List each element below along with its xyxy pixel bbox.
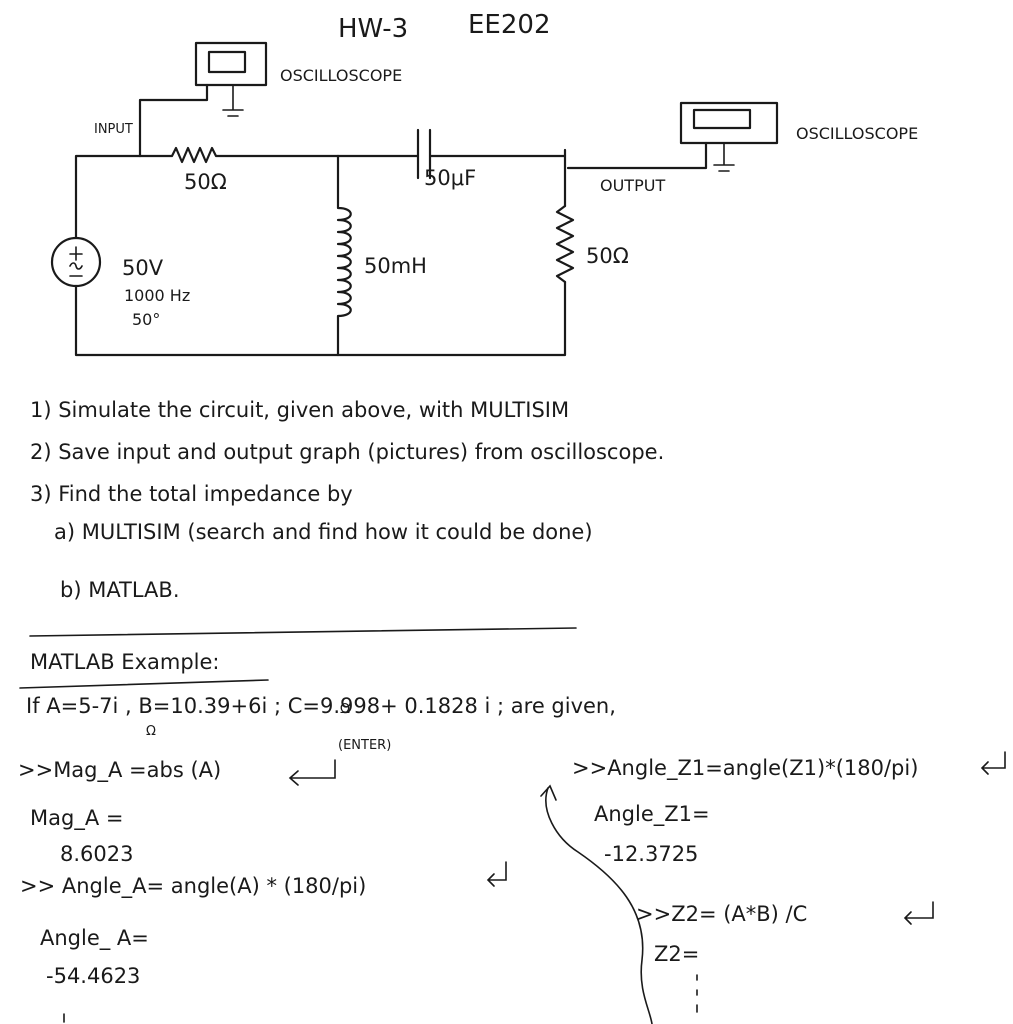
- capacitor-icon: [336, 128, 567, 180]
- source-frequency: 1000 Hz: [124, 286, 191, 305]
- ac-source-icon: [50, 236, 102, 288]
- source-phase: 50°: [132, 310, 161, 329]
- matlab-given: If A=5-7i , B=10.39+6i ; C=9.998+ 0.1828…: [26, 694, 616, 718]
- matlab-command-4: >>Z2= (A*B) /C: [636, 902, 808, 926]
- heading-underline: [19, 679, 269, 689]
- matlab-command-1: >>Mag_A =abs (A): [18, 758, 222, 782]
- matlab-result-2-label: Angle_ A=: [40, 926, 149, 950]
- arrow-tip-icon: [540, 784, 557, 801]
- task-3a: a) MULTISIM (search and find how it coul…: [54, 520, 593, 544]
- matlab-given-unit-a: Ω: [146, 724, 156, 739]
- matlab-given-unit-b: Ω: [340, 702, 350, 717]
- resistor-r1-label: 50Ω: [184, 170, 227, 194]
- enter-note: (ENTER): [338, 738, 392, 753]
- source-voltage: 50V: [122, 256, 164, 280]
- capacitor-label: 50μF: [424, 166, 477, 190]
- task-2: 2) Save input and output graph (pictures…: [30, 440, 665, 464]
- probe-wire-input: [138, 83, 209, 158]
- enter-arrow-icon: [903, 901, 934, 925]
- inductor-label: 50mH: [364, 254, 427, 278]
- task-3: 3) Find the total impedance by: [30, 482, 353, 506]
- matlab-result-4-label: Z2=: [654, 942, 700, 966]
- enter-arrow-icon: [980, 751, 1006, 775]
- resistor-r2-icon: [555, 204, 575, 284]
- column-separator: [545, 787, 653, 1024]
- matlab-command-2: >> Angle_A= angle(A) * (180/pi): [20, 874, 367, 898]
- continuation-dots: [63, 974, 698, 1023]
- matlab-result-2-value: -54.4623: [46, 964, 141, 988]
- matlab-result-1-label: Mag_A =: [30, 806, 124, 830]
- oscilloscope-2-label: OSCILLOSCOPE: [796, 124, 919, 143]
- homework-title: HW-3: [338, 14, 409, 44]
- course-code: EE202: [468, 10, 551, 40]
- matlab-result-3-value: -12.3725: [604, 842, 699, 866]
- matlab-result-1-value: 8.6023: [60, 842, 134, 866]
- matlab-command-3: >>Angle_Z1=angle(Z1)*(180/pi): [572, 756, 919, 780]
- task-1: 1) Simulate the circuit, given above, wi…: [30, 398, 570, 422]
- enter-arrow-icon: [288, 759, 336, 786]
- oscilloscope-1-icon: [194, 41, 268, 117]
- output-label: OUTPUT: [600, 176, 666, 195]
- resistor-r1-icon: [138, 146, 340, 164]
- section-divider: [29, 627, 577, 637]
- oscilloscope-2-icon: [679, 101, 779, 172]
- matlab-result-3-label: Angle_Z1=: [594, 802, 710, 826]
- oscilloscope-1-label: OSCILLOSCOPE: [280, 66, 403, 85]
- input-label: INPUT: [94, 122, 133, 137]
- enter-arrow-icon: [486, 861, 507, 887]
- probe-wire-output: [566, 141, 708, 170]
- resistor-r2-label: 50Ω: [586, 244, 629, 268]
- inductor-icon: [336, 154, 352, 357]
- task-3b: b) MATLAB.: [60, 578, 180, 602]
- matlab-heading: MATLAB Example:: [30, 650, 220, 674]
